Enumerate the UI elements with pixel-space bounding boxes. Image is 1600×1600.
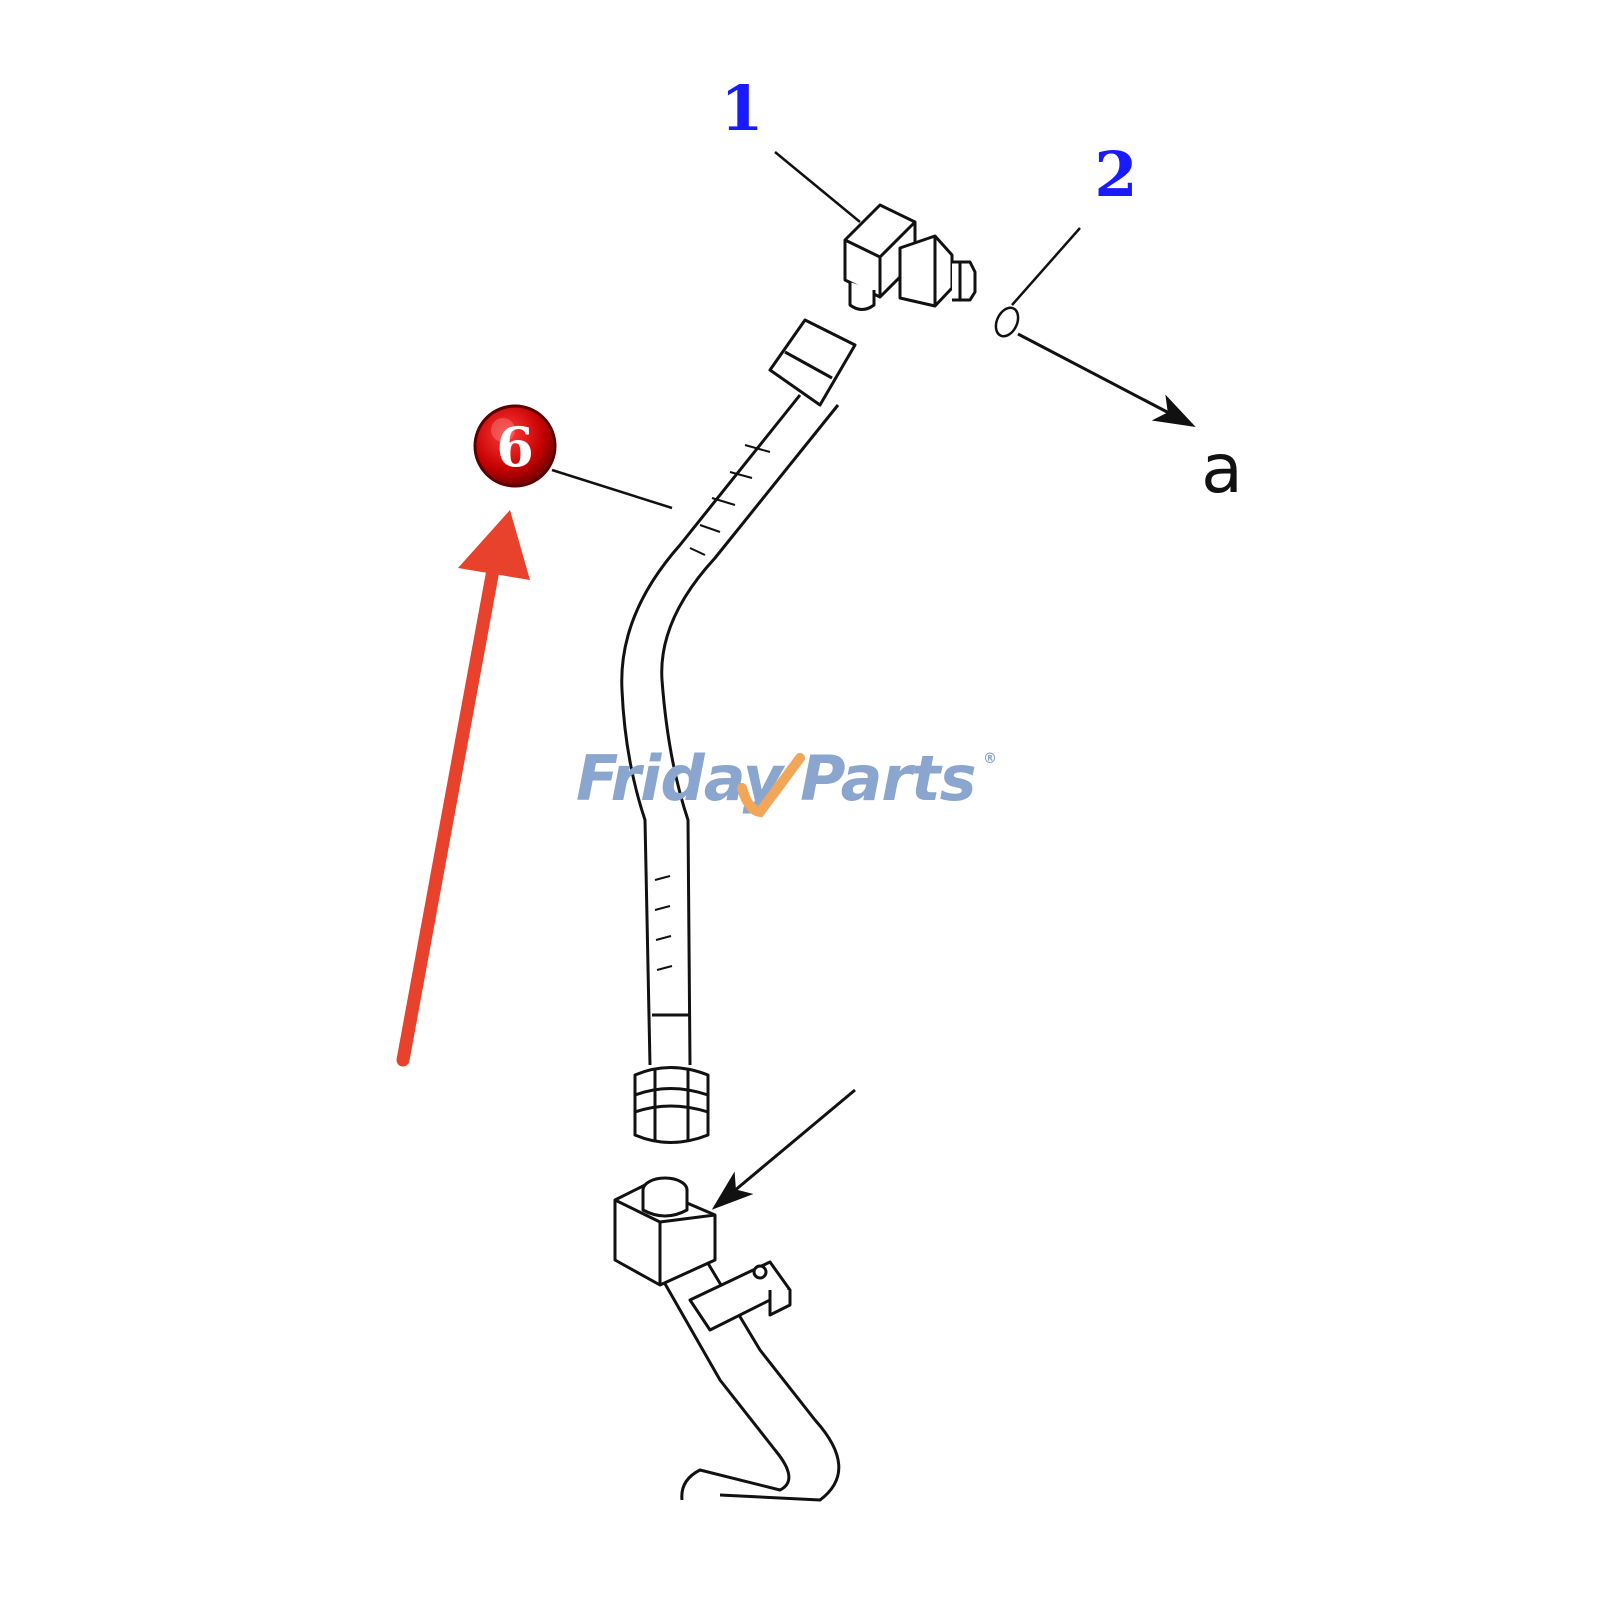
hose-part-6 <box>620 318 857 1144</box>
o-ring-part-2 <box>994 306 1020 338</box>
callout-label-2: 2 <box>1094 138 1137 211</box>
lower-fitting-and-pipe <box>613 1176 841 1502</box>
leader-line-2 <box>1011 227 1081 306</box>
watermark-text-parts: Parts <box>800 742 975 815</box>
direction-arrow-a <box>1017 332 1196 427</box>
callout-badge-6: 6 <box>473 404 557 488</box>
watermark-registered-mark: ® <box>983 751 997 767</box>
callout-label-1: 1 <box>720 72 763 145</box>
direction-label-a: a <box>1201 430 1243 509</box>
mounting-pointer-arrow <box>711 1088 856 1210</box>
highlight-pointer-arrow <box>396 510 530 1067</box>
callout-label-6: 6 <box>496 415 534 479</box>
leader-line-1 <box>774 151 861 223</box>
elbow-fitting-part-1 <box>843 203 977 311</box>
watermark-accent-check <box>737 753 805 818</box>
leader-line-6 <box>551 468 673 510</box>
